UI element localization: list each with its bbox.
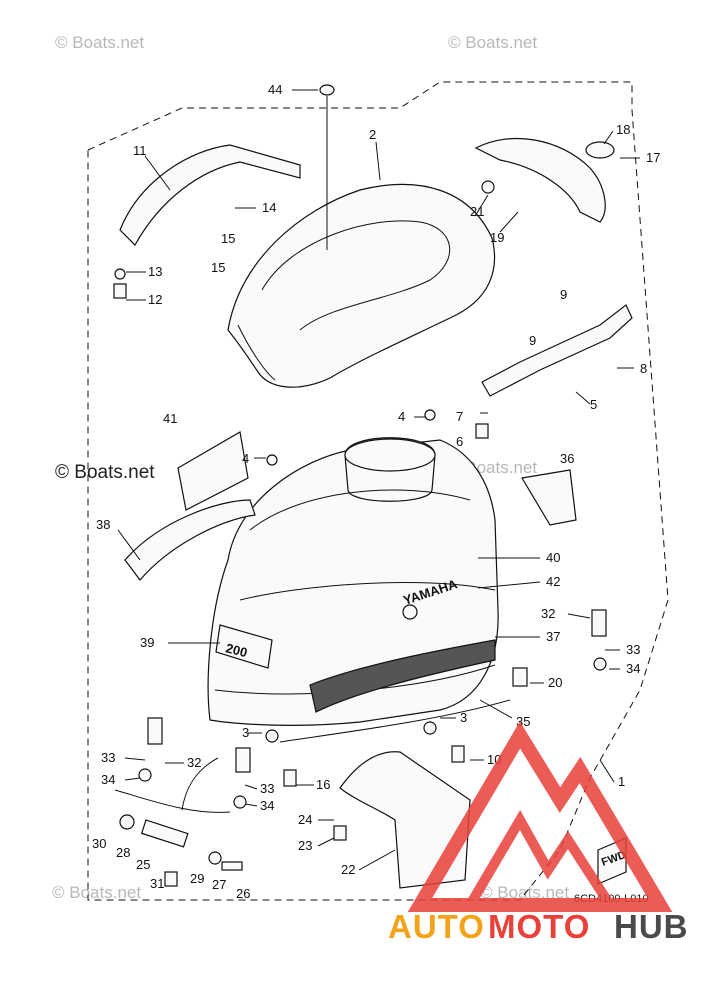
part-number: 7: [456, 409, 463, 424]
part-number: 42: [546, 574, 560, 589]
part-number: 8: [640, 361, 647, 376]
part-number: 17: [646, 150, 660, 165]
part-number: 22: [341, 862, 355, 877]
part-number: 12: [148, 292, 162, 307]
part-number: 34: [626, 661, 640, 676]
watermark: © Boats.net: [448, 33, 537, 52]
part-number: 16: [316, 777, 330, 792]
watermark: © Boats.net: [52, 883, 141, 902]
part-number: 4: [398, 409, 405, 424]
part-number: 14: [262, 200, 276, 215]
part-number: 26: [236, 886, 250, 901]
part-number-labels: 44 2 18 17 11 14 15 21 19 15 13 12 9 9 8…: [92, 82, 660, 901]
part-number: 41: [163, 411, 177, 426]
fasteners: [113, 180, 607, 887]
part-number: 37: [546, 629, 560, 644]
top-cowling-detail: [237, 324, 276, 381]
seal-38: [124, 499, 256, 581]
part-number: 11: [133, 143, 147, 158]
part-number: 29: [190, 871, 204, 886]
top-cowling-detail: [261, 220, 451, 331]
brand-emblem: [402, 604, 418, 620]
part-number: 2: [369, 127, 376, 142]
part-number: 40: [546, 550, 560, 565]
part-number: 3: [460, 710, 467, 725]
right-bracket: [474, 137, 606, 223]
part-number: 28: [116, 845, 130, 860]
intake-opening: [344, 438, 436, 472]
part-number: 33: [626, 642, 640, 657]
watermark: © Boats.net: [55, 33, 144, 52]
part-number: 20: [548, 675, 562, 690]
part-number: 3: [242, 725, 249, 740]
part-number: 27: [212, 877, 226, 892]
part-number: 13: [148, 264, 162, 279]
part-number: 31: [150, 876, 164, 891]
part-number: 4: [242, 451, 249, 466]
brand-logo-mark: [407, 721, 673, 912]
part-number: 34: [260, 798, 274, 813]
part-number: 23: [298, 838, 312, 853]
part-number: 30: [92, 836, 106, 851]
hp-decal-text: 200: [224, 640, 249, 660]
part-number: 34: [101, 772, 115, 787]
part-number: 15: [221, 231, 235, 246]
cowling-contour: [249, 489, 471, 531]
lower-bracket: [481, 304, 633, 397]
seal-36: [521, 469, 577, 526]
part-number: 39: [140, 635, 154, 650]
part-number: 38: [96, 517, 110, 532]
left-bracket: [119, 144, 301, 246]
part-number: 32: [187, 755, 201, 770]
part-number: 36: [560, 451, 574, 466]
part-number: 18: [616, 122, 630, 137]
brand-logo-part-2: MOTO: [488, 908, 590, 945]
part-number: 32: [541, 606, 555, 621]
ring-part: [319, 84, 335, 96]
part-number: 33: [101, 750, 115, 765]
brand-logo-text: AUTO MOTO HUB: [388, 908, 689, 945]
cowling-contour: [239, 582, 496, 601]
seal-41: [177, 431, 249, 511]
lower-support-bracket: [339, 751, 471, 889]
brand-logo-part-3: HUB: [614, 908, 689, 945]
part-number: 33: [260, 781, 274, 796]
brand-logo-part-1: AUTO: [388, 908, 485, 945]
top-cowling: [227, 183, 496, 388]
watermark: © Boats.net: [480, 883, 569, 902]
part-number: 44: [268, 82, 282, 97]
part-number: 6: [456, 434, 463, 449]
part-number: 21: [470, 204, 484, 219]
side-decal-stripe: [309, 639, 496, 713]
part-number: 9: [560, 287, 567, 302]
part-number: 9: [529, 333, 536, 348]
part-number: 1: [618, 774, 625, 789]
part-number: 5: [590, 397, 597, 412]
rubber-seal: [279, 699, 511, 743]
part-number: 19: [490, 230, 504, 245]
leader-lines: [114, 89, 640, 871]
part-number: 25: [136, 857, 150, 872]
part-number: 24: [298, 812, 312, 827]
part-number: 15: [211, 260, 225, 275]
watermark: © Boats.net: [55, 462, 155, 483]
grommet-part: [585, 141, 615, 159]
